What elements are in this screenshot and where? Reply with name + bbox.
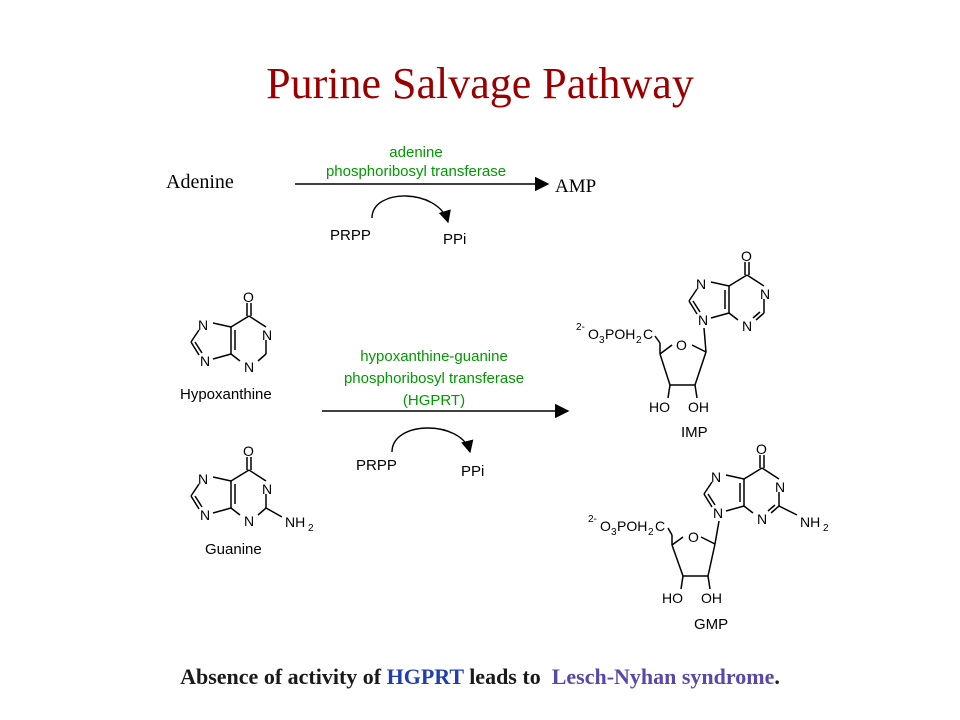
hypoxanthine-structure [190, 303, 267, 362]
svg-text:O: O [243, 443, 254, 459]
svg-text:2: 2 [648, 527, 654, 538]
svg-text:N: N [262, 481, 272, 497]
svg-text:O: O [756, 441, 767, 457]
svg-text:3: 3 [599, 335, 605, 346]
footer-text-2: leads to [463, 664, 552, 689]
svg-text:N: N [711, 469, 721, 485]
adenine-label: Adenine [166, 171, 234, 193]
ppi-label-1: PPi [443, 231, 466, 248]
svg-text:N: N [713, 505, 723, 521]
enzyme2-line1: hypoxanthine-guanine [360, 348, 508, 365]
svg-text:N: N [200, 507, 210, 523]
guanine-label: Guanine [205, 541, 262, 558]
svg-text:O: O [676, 337, 687, 353]
enzyme1-line1: adenine [389, 144, 442, 161]
footer-text-1: Absence of activity of [180, 664, 387, 689]
svg-text:NH: NH [800, 514, 820, 530]
svg-text:O: O [588, 326, 599, 342]
gmp-label: GMP [694, 616, 728, 633]
svg-text:O: O [600, 518, 611, 534]
reaction1-cofactor-arc [371, 195, 451, 224]
svg-text:3: 3 [611, 527, 617, 538]
svg-text:2: 2 [636, 335, 642, 346]
imp-label: IMP [681, 424, 708, 441]
footer-text-3: . [774, 664, 780, 689]
svg-text:N: N [742, 318, 752, 334]
hypoxanthine-label: Hypoxanthine [180, 386, 272, 403]
svg-text:O: O [243, 289, 254, 305]
page-title: Purine Salvage Pathway [266, 59, 694, 108]
svg-text:N: N [757, 511, 767, 527]
svg-text:HO: HO [662, 590, 683, 606]
svg-text:N: N [198, 471, 208, 487]
svg-text:2: 2 [308, 523, 314, 534]
svg-text:POH: POH [617, 518, 647, 534]
svg-text:N: N [244, 359, 254, 375]
svg-text:O: O [688, 529, 699, 545]
ppi-label-2: PPi [461, 463, 484, 480]
svg-text:C: C [655, 518, 665, 534]
svg-text:2: 2 [823, 523, 829, 534]
imp-structure [654, 262, 765, 399]
amp-label: AMP [555, 176, 596, 197]
gmp-structure [667, 455, 798, 590]
reaction2-cofactor-arc [391, 427, 474, 454]
svg-text:N: N [262, 327, 272, 343]
svg-text:N: N [198, 317, 208, 333]
footer-hgprt: HGPRT [386, 664, 464, 689]
svg-text:OH: OH [688, 399, 709, 415]
footer-syndrome: Lesch-Nyhan syndrome [551, 664, 775, 689]
enzyme2-line2: phosphoribosyl transferase [344, 370, 524, 387]
enzyme1-line2: phosphoribosyl transferase [326, 163, 506, 180]
prpp-label-2: PRPP [356, 457, 397, 474]
svg-text:N: N [760, 286, 770, 302]
guanine-structure [190, 457, 283, 518]
prpp-label-1: PRPP [330, 227, 371, 244]
svg-text:C: C [643, 326, 653, 342]
svg-text:O: O [741, 248, 752, 264]
svg-text:N: N [244, 513, 254, 529]
svg-text:HO: HO [649, 399, 670, 415]
svg-text:2-: 2- [588, 514, 597, 525]
svg-text:N: N [775, 479, 785, 495]
svg-text:N: N [696, 276, 706, 292]
svg-text:2-: 2- [576, 322, 585, 333]
footer-note: Absence of activity of HGPRT leads to Le… [0, 664, 960, 690]
svg-text:N: N [698, 312, 708, 328]
svg-text:POH: POH [605, 326, 635, 342]
svg-text:OH: OH [701, 590, 722, 606]
svg-text:N: N [200, 353, 210, 369]
svg-text:NH: NH [285, 514, 305, 530]
enzyme2-line3: (HGPRT) [403, 392, 465, 409]
